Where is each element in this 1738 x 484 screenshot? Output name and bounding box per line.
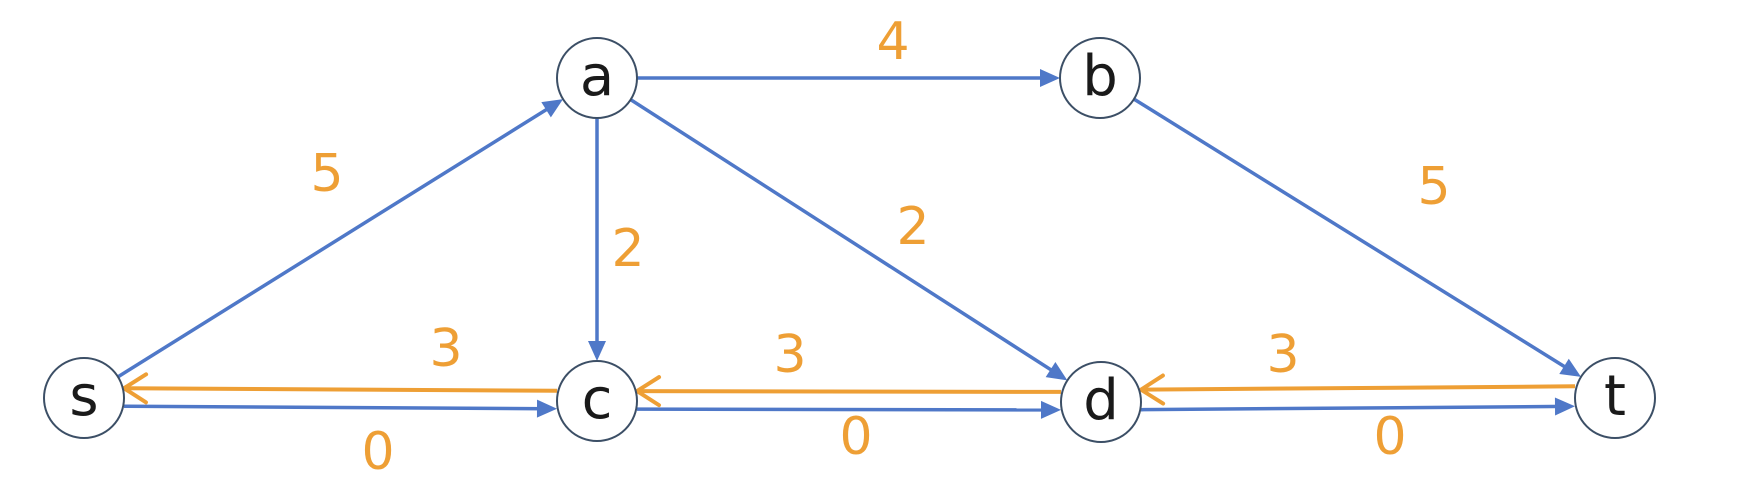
edge-label-a-b: 4 — [876, 12, 909, 72]
edge-line-d-t — [1140, 404, 1566, 412]
edge-label-s-a: 5 — [310, 144, 343, 204]
edge-label-s-c: 0 — [361, 422, 394, 482]
edge-arrowhead-a-d — [1045, 361, 1068, 381]
edge-line-b-t — [1133, 97, 1574, 374]
edge-label-b-t: 5 — [1417, 157, 1450, 217]
edge-c-s — [121, 372, 558, 405]
edge-arrowhead-d-t — [1554, 397, 1576, 416]
edge-label-c-s: 3 — [429, 319, 462, 379]
node-label-t: t — [1604, 364, 1626, 429]
node-d: d — [1060, 361, 1142, 443]
edge-arrowhead-t-d — [1138, 373, 1166, 406]
node-a: a — [556, 37, 638, 119]
node-label-b: b — [1082, 44, 1118, 109]
edge-arrowhead-d-c — [634, 375, 662, 408]
node-c: c — [556, 360, 638, 442]
node-circle-s — [43, 357, 125, 439]
edge-c-d — [636, 400, 1062, 419]
edge-b-t — [1133, 97, 1582, 377]
edge-arrowhead-s-c — [536, 399, 558, 418]
node-circle-b — [1059, 37, 1141, 119]
node-circle-c — [556, 360, 638, 442]
node-circle-t — [1574, 357, 1656, 439]
edge-arrowhead-c-s — [121, 372, 149, 405]
edge-label-c-d: 0 — [839, 407, 872, 467]
edge-label-t-d: 3 — [1266, 325, 1299, 385]
node-label-d: d — [1083, 368, 1119, 433]
node-circle-d — [1060, 361, 1142, 443]
node-s: s — [43, 357, 125, 439]
edge-s-a — [117, 99, 564, 379]
edge-arrowhead-c-d — [1040, 400, 1062, 419]
nodes-layer: a b s c d t — [43, 37, 1656, 443]
edge-line-t-d — [1140, 384, 1576, 392]
edge-line-a-d — [629, 98, 1060, 377]
edge-d-c — [634, 375, 1062, 408]
edge-arrowhead-b-t — [1559, 358, 1582, 377]
edge-label-d-c: 3 — [773, 325, 806, 385]
edge-a-b — [637, 69, 1060, 87]
edge-arrowhead-a-b — [1040, 69, 1060, 87]
edge-label-a-d: 2 — [896, 197, 929, 257]
node-label-c: c — [582, 367, 613, 432]
edge-a-c — [588, 118, 606, 361]
node-label-s: s — [69, 364, 98, 429]
edge-s-c — [123, 399, 558, 418]
edge-line-d-c — [636, 389, 1062, 394]
node-b: b — [1059, 37, 1141, 119]
node-t: t — [1574, 357, 1656, 439]
edge-d-t — [1140, 397, 1576, 416]
node-label-a: a — [580, 44, 614, 109]
edge-t-d — [1138, 373, 1576, 406]
edge-arrowhead-s-a — [541, 99, 564, 118]
edge-line-c-d — [636, 407, 1052, 412]
edge-line-s-c — [123, 404, 548, 411]
edge-label-d-t: 0 — [1373, 407, 1406, 467]
edge-label-a-c: 2 — [611, 219, 644, 279]
edge-arrowhead-a-c — [588, 341, 606, 361]
node-circle-a — [556, 37, 638, 119]
edges-layer — [117, 69, 1582, 419]
edge-line-s-a — [117, 102, 556, 379]
edge-line-c-s — [123, 386, 558, 393]
edge-a-d — [629, 98, 1068, 381]
